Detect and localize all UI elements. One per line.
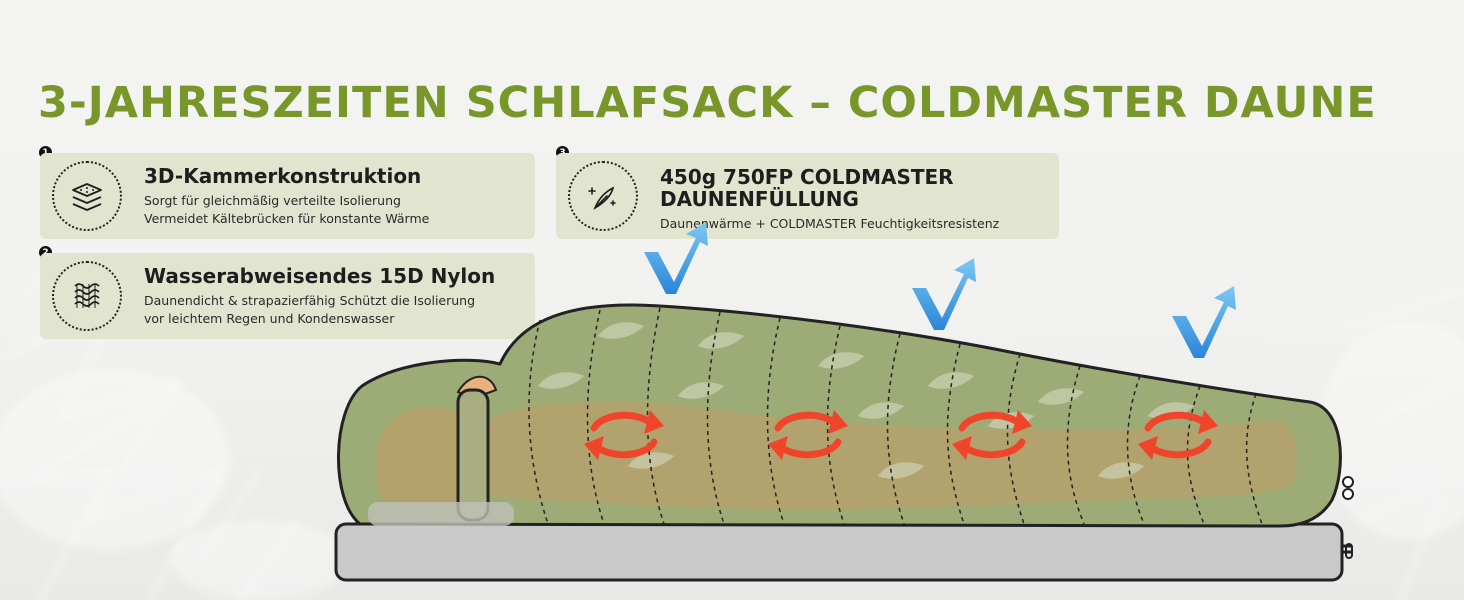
feature-card-chamber: 3D-Kammerkonstruktion Sorgt für gleichmä… bbox=[40, 153, 535, 239]
fabric-weave-icon bbox=[52, 261, 122, 331]
feature-card-nylon: Wasserabweisendes 15D Nylon Daunendicht … bbox=[40, 253, 535, 339]
layers-icon bbox=[52, 161, 122, 231]
feature-text-line: vor leichtem Regen und Kondenswasser bbox=[144, 311, 395, 326]
feature-heading-chamber: 3D-Kammerkonstruktion bbox=[144, 164, 422, 188]
page-title: 3-JAHRESZEITEN SCHLAFSACK – COLDMASTER D… bbox=[38, 78, 1377, 128]
feature-text-line: Daunenwärme + COLDMASTER Feuchtigkeitsre… bbox=[660, 216, 1000, 231]
moisture-out-arrow-icon bbox=[644, 222, 708, 294]
feature-card-filling: 450g 750FP COLDMASTER DAUNENFÜLLUNG Daun… bbox=[556, 153, 1059, 239]
feature-heading-filling: 450g 750FP COLDMASTER bbox=[660, 165, 954, 189]
sleeping-bag-shell bbox=[337, 303, 1354, 528]
feature-text-line: Sorgt für gleichmäßig verteilte Isolieru… bbox=[144, 193, 401, 208]
moisture-out-arrow-icon bbox=[1172, 286, 1236, 358]
feature-heading-filling-line-2: DAUNENFÜLLUNG bbox=[660, 187, 859, 211]
feather-sparkle-icon bbox=[568, 161, 638, 231]
feature-text-line: Daunendicht & strapazierfähig Schützt di… bbox=[144, 293, 476, 308]
feature-text-line: Vermeidet Kältebrücken für konstante Wär… bbox=[144, 211, 430, 226]
moisture-out-arrow-icon bbox=[912, 258, 976, 330]
sleeping-mat bbox=[334, 522, 1353, 582]
feature-heading-nylon: Wasserabweisendes 15D Nylon bbox=[144, 264, 496, 288]
